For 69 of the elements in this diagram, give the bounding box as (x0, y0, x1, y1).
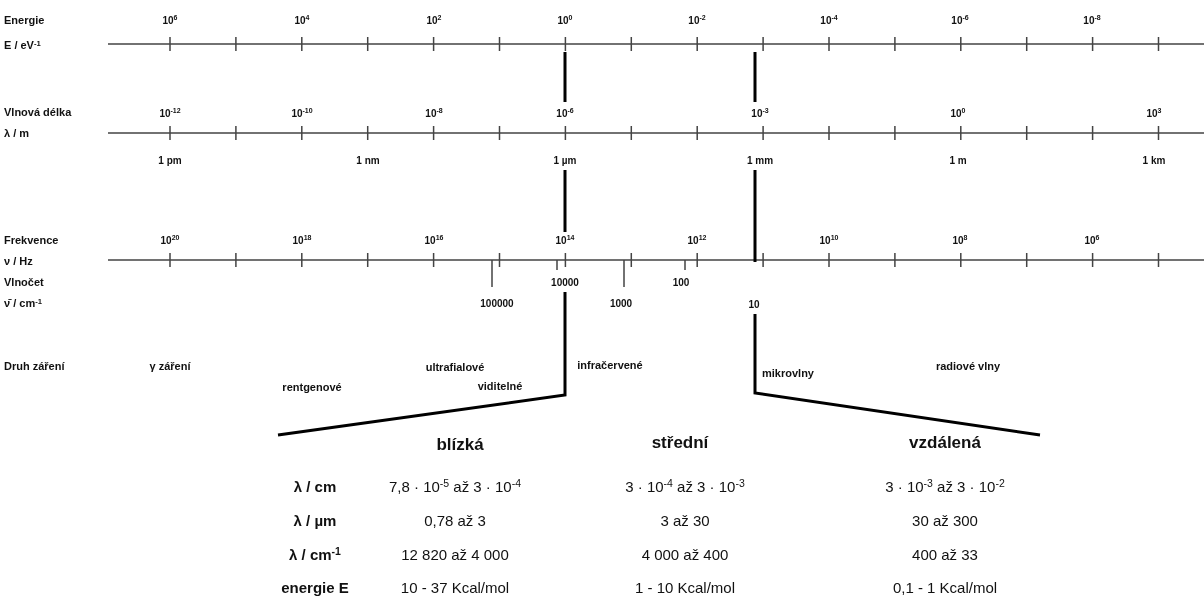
tick-label: 10$^{-4}$ (820, 14, 838, 26)
row-title: Druh záření (4, 359, 65, 373)
axis-unit: E / eV$^{-1}$ (4, 38, 41, 52)
row-header: λ / µm (293, 512, 337, 530)
tick-label: 1000 (609, 297, 633, 309)
axis-title: Vlnová délka (4, 105, 72, 119)
row-header: λ / cm$^{-1}$ (289, 546, 341, 564)
tick-label: 1 nm (356, 154, 380, 166)
row-header: λ / cm (293, 478, 337, 496)
tick-label: 10$^{20}$ (160, 234, 180, 246)
radiation-type-label: mikrovlny (762, 366, 814, 380)
tick-label: 10$^{-8}$ (1083, 14, 1101, 26)
axis-title: Frekvence (4, 233, 59, 247)
tick-label: 10$^{14}$ (555, 234, 575, 246)
tick-label: 10$^{4}$ (294, 14, 310, 26)
radiation-type-label: viditelné (477, 379, 523, 393)
tick-label: 1 mm (746, 154, 774, 166)
tick-label: 10$^{-2}$ (688, 14, 706, 26)
tick-label: 10$^{-10}$ (291, 107, 313, 119)
tick-label: 100000 (480, 297, 514, 309)
axis-unit: ν / Hz (4, 254, 33, 268)
column-header: vzdálená (909, 433, 981, 453)
radiation-type-label: infračervené (577, 358, 643, 372)
tick-label: 10$^{0}$ (557, 14, 573, 26)
radiation-type-label: radiové vlny (935, 359, 1001, 373)
axis-title: Vlnočet (4, 275, 44, 289)
tick-label: 10$^{-8}$ (425, 107, 443, 119)
table-cell: 0,78 až 3 (424, 512, 486, 530)
table-cell: 30 až 300 (912, 512, 978, 530)
tick-label: 10$^{-6}$ (556, 107, 574, 119)
table-cell: 3 · 10$^{-3}$ až 3 · 10$^{-2}$ (885, 478, 1005, 496)
column-header: blízká (436, 435, 484, 455)
tick-label: 10000 (551, 276, 579, 288)
tick-label: 1 m (949, 154, 967, 166)
table-cell: 3 · 10$^{-4}$ až 3 · 10$^{-3}$ (625, 478, 745, 496)
table-cell: 3 až 30 (660, 512, 710, 530)
radiation-type-label: ultrafialové (425, 360, 485, 374)
table-cell: 10 - 37 Kcal/mol (400, 579, 510, 597)
tick-label: 1 pm (158, 154, 182, 166)
tick-label: 10$^{16}$ (424, 234, 444, 246)
axis-unit: ν̄ / cm$^{-1}$ (4, 296, 43, 310)
table-cell: 4 000 až 400 (641, 546, 729, 564)
tick-label: 1 km (1142, 154, 1166, 166)
tick-label: 10$^{10}$ (819, 234, 839, 246)
tick-label: 10$^{8}$ (952, 234, 968, 246)
radiation-type-label: γ záření (149, 359, 191, 373)
table-cell: 0,1 - 1 Kcal/mol (892, 579, 998, 597)
tick-label: 10$^{2}$ (426, 14, 442, 26)
tick-label: 10 (748, 298, 760, 310)
tick-label: 1 µm (553, 154, 577, 166)
tick-label: 10$^{0}$ (950, 107, 966, 119)
axis-title: Energie (4, 13, 45, 27)
table-cell: 1 - 10 Kcal/mol (635, 579, 735, 597)
table-cell: 12 820 až 4 000 (401, 546, 509, 564)
tick-label: 10$^{-6}$ (951, 14, 969, 26)
tick-label: 10$^{6}$ (1084, 234, 1100, 246)
tick-label: 10$^{-12}$ (159, 107, 181, 119)
tick-label: 10$^{3}$ (1146, 107, 1162, 119)
tick-label: 10$^{18}$ (292, 234, 312, 246)
tick-label: 10$^{6}$ (162, 14, 178, 26)
tick-label: 10$^{12}$ (687, 234, 707, 246)
axis-unit: λ / m (4, 126, 30, 140)
tick-label: 10$^{-3}$ (751, 107, 769, 119)
table-cell: 400 až 33 (912, 546, 978, 564)
radiation-type-label: rentgenové (282, 380, 342, 394)
column-header: střední (651, 433, 709, 453)
tick-label: 100 (672, 276, 690, 288)
table-cell: 7,8 · 10$^{-5}$ až 3 · 10$^{-4}$ (388, 478, 522, 496)
row-header: energie E (281, 579, 349, 597)
